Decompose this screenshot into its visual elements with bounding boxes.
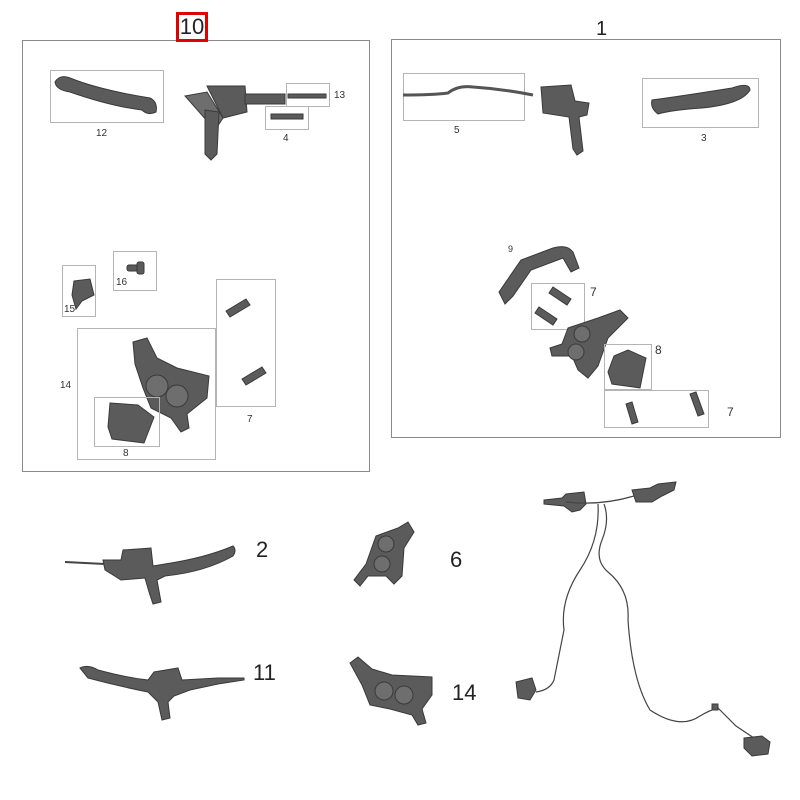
bolts-7-box-left (216, 279, 276, 407)
callout-12: 12 (96, 128, 108, 139)
banjo-bolt-part-13[interactable] (286, 83, 330, 107)
hose-5-box (403, 73, 525, 121)
lever-12-box (50, 70, 164, 123)
brake-caliper-assembly-14[interactable] (348, 655, 438, 735)
bolts-7-box-lower (604, 390, 709, 428)
brake-pad-part-8[interactable] (94, 397, 160, 447)
lever-3-box (642, 78, 759, 128)
group-1-frame (391, 39, 781, 438)
callout-7-upper: 7 (590, 285, 597, 299)
callout-7-left: 7 (247, 414, 253, 425)
brake-caliper-assembly-6[interactable] (352, 520, 432, 600)
pad-8-box (94, 397, 160, 447)
group-1-label[interactable]: 1 (596, 18, 608, 40)
brake-caliper-part-right[interactable] (548, 308, 633, 388)
callout-14: 14 (60, 380, 72, 391)
bolts-7-box-upper (531, 283, 585, 330)
callout-9: 9 (508, 244, 514, 254)
master-cylinder-assembly-2[interactable] (64, 540, 240, 610)
callout-11: 11 (253, 660, 276, 685)
caliper-14-box (77, 328, 216, 460)
brake-caliper-part-14[interactable] (77, 328, 216, 460)
bracket-part-15[interactable] (62, 265, 96, 317)
bracket-part-9[interactable] (495, 238, 585, 318)
callout-7-lower: 7 (727, 405, 734, 419)
bracket-15-box (62, 265, 96, 317)
screw-16-box (113, 251, 157, 291)
callout-14-standalone: 14 (452, 680, 477, 705)
callout-2: 2 (256, 537, 269, 562)
pin-part-4[interactable] (265, 106, 309, 130)
pad-8-box-right (604, 344, 652, 390)
brake-pad-part-8-right[interactable] (604, 344, 652, 390)
bolt-part-7b[interactable] (531, 283, 585, 330)
callout-15: 15 (64, 304, 76, 315)
brake-lever-part-3[interactable] (642, 78, 759, 128)
complete-brake-system-assembly[interactable] (515, 480, 780, 760)
callout-13: 13 (334, 90, 346, 101)
callout-6: 6 (450, 547, 463, 572)
bolt-part-7a[interactable] (216, 279, 276, 407)
callout-4: 4 (283, 133, 289, 144)
master-cylinder-assembly-11[interactable] (78, 662, 248, 722)
pin-4-box (265, 106, 309, 130)
bolt-part-7c[interactable] (604, 390, 709, 428)
screw-part-16[interactable] (113, 251, 157, 291)
callout-8-left: 8 (123, 448, 129, 459)
callout-5: 5 (454, 125, 460, 136)
callout-16: 16 (116, 277, 128, 288)
group-10-label-highlighted[interactable]: 10 (176, 12, 208, 42)
brake-lever-part-12[interactable] (50, 70, 164, 123)
callout-8-right: 8 (655, 343, 662, 357)
brake-hose-part-5[interactable] (402, 73, 603, 163)
callout-3: 3 (701, 133, 707, 144)
master-cylinder-part[interactable] (184, 82, 325, 162)
